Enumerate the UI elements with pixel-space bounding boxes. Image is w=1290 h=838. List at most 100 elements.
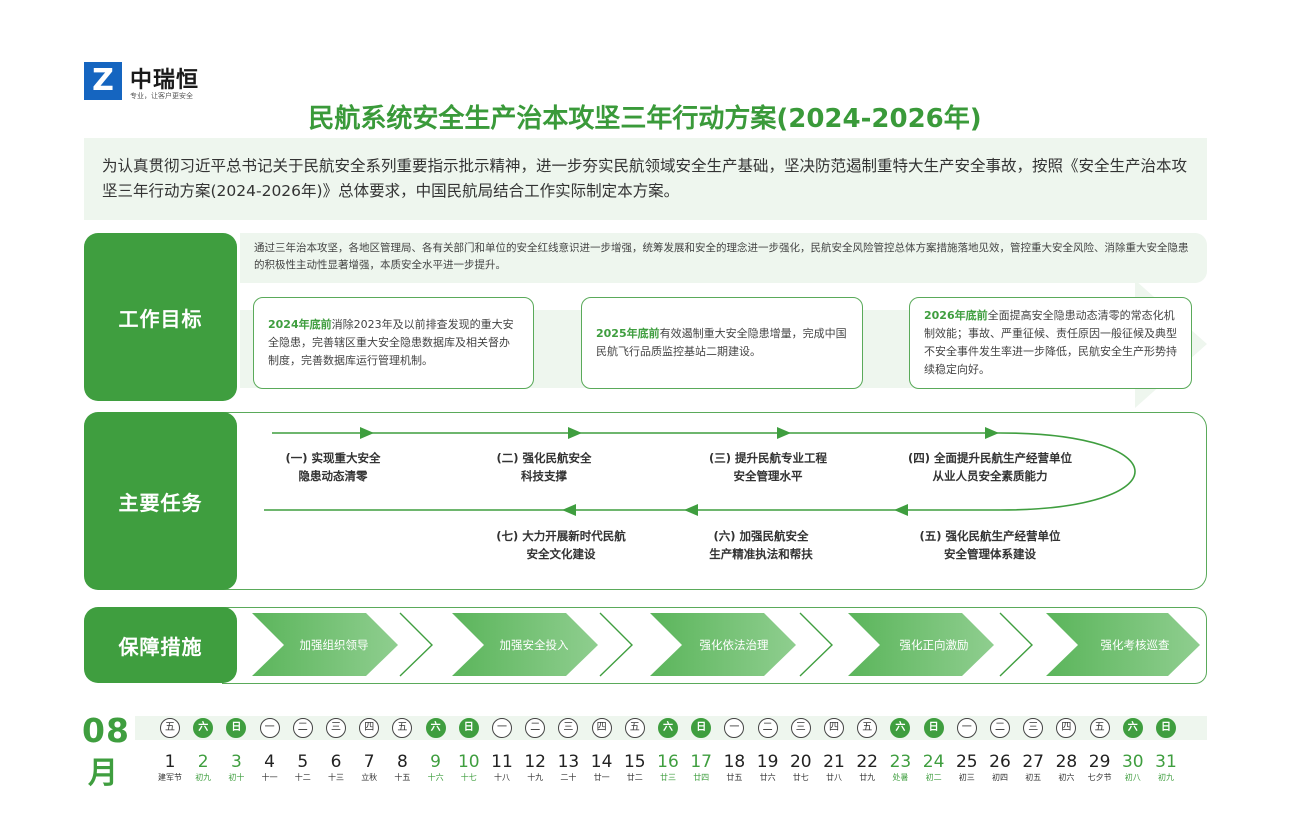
measure-item-4: 强化正向激励: [899, 638, 969, 652]
calendar-day-number: 11: [491, 752, 513, 772]
calendar-weekday: 六: [658, 718, 678, 738]
calendar-day-number: 26: [989, 752, 1011, 772]
goal-card-2026: 2026年底前全面提高安全隐患动态清零的常态化机制效能；事故、严重征候、责任原因…: [909, 297, 1192, 389]
calendar-day-label: 廿三: [660, 773, 676, 782]
calendar-weekday: 日: [691, 718, 712, 738]
task-item-7: (七) 大力开展新时代民航安全文化建设: [496, 529, 626, 561]
calendar-weekday: 一: [492, 718, 512, 738]
calendar-day-number: 9: [430, 752, 441, 772]
company-slogan: 专业，让客户更安全: [130, 92, 193, 100]
calendar-weekday: 二: [990, 718, 1010, 738]
calendar-day-label: 十九: [527, 773, 544, 782]
calendar-weekday: 六: [1122, 718, 1143, 738]
calendar-weekday: 日: [458, 718, 479, 738]
task-item-1: (一) 实现重大安全隐患动态清零: [285, 451, 381, 483]
calendar-day-number: 31: [1155, 752, 1177, 772]
calendar-day-label: 立秋: [361, 773, 378, 782]
task-item-6: (六) 加强民航安全生产精准执法和帮扶: [709, 529, 813, 561]
task-item-4: (四) 全面提升民航生产经营单位从业人员安全素质能力: [907, 451, 1072, 483]
calendar-day-number: 30: [1121, 752, 1144, 772]
calendar-day-label: 初六: [1058, 773, 1075, 782]
calendar-weekday: 五: [857, 718, 878, 738]
goals-summary: 通过三年治本攻坚，各地区管理局、各有关部门和单位的安全红线意识进一步增强，统筹发…: [240, 233, 1207, 283]
company-logo: Z 中瑞恒 专业，让客户更安全: [84, 62, 224, 102]
calendar-day-label: 十七: [460, 773, 477, 782]
calendar-day-number: 15: [623, 752, 646, 772]
goal-year: 2026年底前: [924, 309, 988, 322]
goal-text: 有效遏制重大安全隐患增量，完成中国民航飞行品质监控基站二期建设。: [596, 327, 847, 358]
calendar-weekday: 六: [425, 718, 446, 738]
calendar-day-number: 17: [690, 752, 712, 772]
calendar-day-number: 7: [363, 752, 375, 772]
measure-item-1: 加强组织领导: [299, 638, 369, 652]
measure-item-2: 加强安全投入: [499, 638, 569, 652]
calendar-month-number: 08: [82, 711, 130, 750]
calendar-weekday: 三: [790, 718, 811, 738]
calendar-day-label: 十六: [427, 773, 444, 782]
calendar-day-label: 处暑: [892, 773, 909, 782]
calendar-day-label: 十三: [328, 773, 344, 782]
calendar-day-number: 24: [922, 752, 945, 772]
calendar-weekday: 二: [525, 718, 546, 738]
company-name: 中瑞恒: [130, 68, 200, 93]
calendar-day-label: 十八: [494, 773, 510, 782]
calendar-day-number: 4: [264, 752, 275, 772]
calendar-weekday: 三: [326, 718, 346, 738]
goal-year: 2024年底前: [268, 318, 332, 331]
intro-paragraph: 为认真贯彻习近平总书记关于民航安全系列重要指示批示精神，进一步夯实民航领域安全生…: [84, 138, 1207, 220]
calendar-day-label: 初十: [228, 773, 245, 782]
calendar-weekday: 五: [1089, 718, 1110, 738]
calendar-day-label: 二十: [560, 773, 577, 782]
calendar-day-number: 25: [955, 752, 978, 772]
calendar-weekday: 一: [956, 718, 977, 738]
measures-frame: [222, 607, 1207, 684]
calendar-day-label: 廿二: [626, 773, 643, 782]
calendar-day-label: 十一: [261, 773, 278, 782]
calendar-day-number: 2: [197, 752, 209, 772]
calendar-day-label: 廿六: [759, 773, 776, 782]
calendar-day-label: 七夕节: [1087, 773, 1112, 782]
calendar-day-number: 18: [723, 752, 746, 772]
calendar-weekday: 六: [193, 718, 214, 738]
calendar-day-number: 23: [889, 752, 912, 772]
calendar-day-number: 1: [164, 752, 176, 772]
calendar-month-char: 月: [88, 756, 118, 791]
calendar-day-label: 初三: [958, 773, 975, 782]
calendar-weekday: 四: [1056, 718, 1077, 738]
calendar-day-label: 廿五: [726, 773, 743, 782]
goal-card-2025: 2025年底前有效遏制重大安全隐患增量，完成中国民航飞行品质监控基站二期建设。: [581, 297, 863, 389]
calendar-day-label: 廿八: [826, 773, 842, 782]
calendar-day-number: 19: [756, 752, 779, 772]
calendar-day-number: 28: [1055, 752, 1078, 772]
calendar-weekday: 三: [558, 718, 579, 738]
calendar-day-number: 13: [557, 752, 580, 772]
calendar-day-number: 29: [1088, 752, 1111, 772]
goal-card-2024: 2024年底前消除2023年及以前排查发现的重大安全隐患，完善辖区重大安全隐患数…: [253, 297, 534, 389]
calendar-weekday: 二: [757, 718, 778, 738]
calendar-day-label: 十二: [294, 773, 311, 782]
calendar-weekday: 六: [890, 718, 911, 738]
calendar-day-number: 14: [590, 752, 613, 772]
goal-text: 全面提高安全隐患动态清零的常态化机制效能；事故、严重征候、责任原因一般征候及典型…: [924, 309, 1177, 376]
calendar-weekday: 日: [923, 718, 944, 738]
calendar-weekday: 五: [624, 718, 645, 738]
calendar-day-label: 初四: [992, 773, 1008, 782]
calendar-day-number: 20: [789, 752, 812, 772]
calendar-weekday: 二: [292, 718, 313, 738]
calendar-weekday: 日: [1156, 718, 1176, 738]
calendar-day-label: 廿九: [859, 773, 876, 782]
measures-section-label: 保障措施: [84, 607, 237, 683]
calendar-day-number: 10: [457, 752, 480, 772]
tasks-section-label: 主要任务: [84, 412, 237, 590]
calendar-day-number: 22: [856, 752, 878, 772]
calendar-day-number: 3: [230, 752, 242, 772]
calendar-day-number: 5: [297, 752, 309, 772]
calendar-weekday: 四: [824, 718, 844, 738]
calendar-day-label: 初二: [925, 773, 942, 782]
calendar-day-label: 初九: [195, 773, 212, 782]
calendar-weekday: 三: [1023, 718, 1044, 738]
calendar-day-number: 8: [396, 752, 408, 772]
page-title: 民航系统安全生产治本攻坚三年行动方案(2024-2026年): [308, 104, 982, 134]
calendar-day-label: 廿四: [693, 773, 710, 782]
calendar-day-label: 廿七: [792, 773, 809, 782]
